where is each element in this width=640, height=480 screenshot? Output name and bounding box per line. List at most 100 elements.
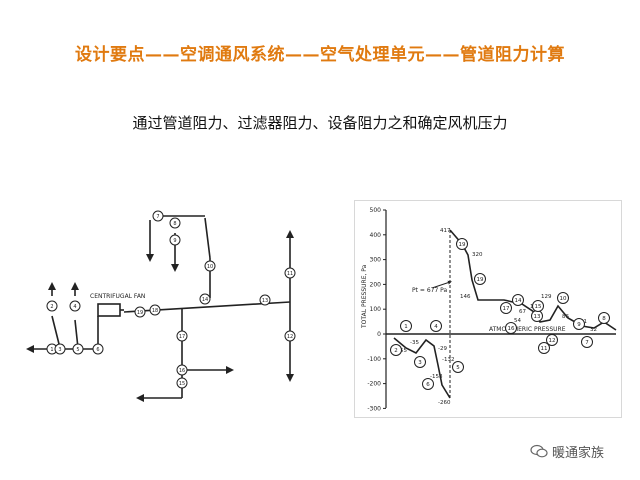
chart-value-label: 129 xyxy=(541,294,552,300)
chart-value-label: -260 xyxy=(438,400,451,406)
y-tick-label: -100 xyxy=(367,356,381,363)
duct-node-16: 16 xyxy=(176,364,188,376)
chart-node-label: 19 xyxy=(477,277,484,283)
duct-node-label: 16 xyxy=(179,368,185,374)
duct-node-3: 3 xyxy=(54,343,66,355)
duct-node-label: 14 xyxy=(202,297,208,303)
chart-node-9: 9 xyxy=(573,318,585,330)
slide-subtitle: 通过管道阻力、过滤器阻力、设备阻力之和确定风机压力 xyxy=(132,114,508,132)
duct-node-label: 11 xyxy=(287,271,293,277)
duct-node-15: 15 xyxy=(176,377,188,389)
chart-node-7: 7 xyxy=(581,336,593,348)
y-tick-label: 100 xyxy=(370,306,382,313)
chart-value-label: 86 xyxy=(562,314,569,320)
duct-node-17: 17 xyxy=(176,330,188,342)
chart-frame xyxy=(354,200,622,418)
chart-value-label: 417 xyxy=(440,228,451,234)
chart-value-label: 67 xyxy=(519,309,526,315)
chart-value-label: -158 xyxy=(430,374,443,380)
chart-node-label: 6 xyxy=(426,382,430,388)
chart-node-11: 11 xyxy=(538,342,550,354)
duct-node-label: 10 xyxy=(207,264,213,270)
duct-node-label: 17 xyxy=(179,334,185,340)
duct-node-label: 5 xyxy=(76,347,79,353)
chart-node-10: 10 xyxy=(557,292,569,304)
watermark: 暖通家族 xyxy=(530,440,634,462)
chart-node-label: 19 xyxy=(459,242,466,248)
chart-node-label: 17 xyxy=(503,306,510,312)
chart-node-label: 9 xyxy=(577,322,581,328)
duct-node-6: 6 xyxy=(92,343,104,355)
chart-node-12: 12 xyxy=(546,334,558,346)
chart-node-15: 15 xyxy=(532,300,544,312)
chart-node-16: 16 xyxy=(505,322,517,334)
duct-node-label: 13 xyxy=(262,298,268,304)
chart-node-19: 19 xyxy=(456,238,468,250)
chart-node-19: 19 xyxy=(474,273,486,285)
chart-node-1: 1 xyxy=(400,320,412,332)
watermark-text: 暖通家族 xyxy=(552,445,605,461)
chart-node-3: 3 xyxy=(414,356,426,368)
duct-node-10: 10 xyxy=(204,260,216,272)
duct-node-label: 12 xyxy=(287,334,293,340)
chart-node-label: 10 xyxy=(560,296,567,302)
chart-node-label: 4 xyxy=(434,324,438,330)
chart-value-label: 320 xyxy=(472,252,483,258)
duct-node-7: 7 xyxy=(152,210,164,222)
fan-pressure-label: Pt = 677 Pa xyxy=(412,287,448,294)
chart-node-label: 2 xyxy=(394,348,398,354)
chart-value-label: 146 xyxy=(460,294,471,300)
duct-node-label: 15 xyxy=(179,381,185,387)
chart-value-label: 54 xyxy=(514,318,521,324)
duct-node-18: 18 xyxy=(149,304,161,316)
y-axis-label: TOTAL PRESSURE, Pa xyxy=(361,264,368,329)
chart-node-2: 2 xyxy=(390,344,402,356)
chart-node-label: 1 xyxy=(404,324,408,330)
duct-node-label: 3 xyxy=(58,347,61,353)
duct-node-label: 9 xyxy=(173,238,176,244)
chart-node-label: 12 xyxy=(549,338,556,344)
y-tick-label: -300 xyxy=(367,405,381,412)
duct-node-label: 4 xyxy=(73,304,76,310)
wechat-icon xyxy=(530,444,548,458)
duct-node-label: 18 xyxy=(152,308,158,314)
chart-node-5: 5 xyxy=(452,361,464,373)
y-tick-label: 500 xyxy=(370,207,382,214)
duct-node-label: 7 xyxy=(156,214,159,220)
y-tick-label: 400 xyxy=(370,232,382,239)
chart-node-label: 16 xyxy=(508,326,515,332)
duct-node-label: 8 xyxy=(173,221,176,227)
y-tick-label: 300 xyxy=(370,257,382,264)
chart-node-label: 13 xyxy=(534,314,541,320)
chart-value-label: 32 xyxy=(590,327,597,333)
chart-value-label: -132 xyxy=(442,357,454,363)
chart-node-13: 13 xyxy=(531,310,543,322)
chart-node-17: 17 xyxy=(500,302,512,314)
duct-node-1: 1 xyxy=(46,343,58,355)
duct-node-2: 2 xyxy=(46,300,58,312)
duct-node-label: 2 xyxy=(50,304,53,310)
chart-node-14: 14 xyxy=(512,294,524,306)
chart-node-label: 8 xyxy=(602,316,606,322)
chart-value-label: -35 xyxy=(410,340,419,346)
slide-title: 设计要点——空调通风系统——空气处理单元——管道阻力计算 xyxy=(75,45,565,65)
duct-node-12: 12 xyxy=(284,330,296,342)
duct-node-9: 9 xyxy=(169,234,181,246)
duct-node-label: 6 xyxy=(96,347,99,353)
fan-label: CENTRIFUGAL FAN xyxy=(90,293,145,300)
duct-node-13: 13 xyxy=(259,294,271,306)
duct-node-5: 5 xyxy=(72,343,84,355)
chart-node-label: 3 xyxy=(418,360,422,366)
duct-node-14: 14 xyxy=(199,293,211,305)
chart-node-8: 8 xyxy=(598,312,610,324)
y-tick-label: 0 xyxy=(377,331,381,338)
y-tick-label: 200 xyxy=(370,281,382,288)
duct-node-8: 8 xyxy=(169,217,181,229)
chart-value-label: -55 xyxy=(398,348,407,354)
chart-value-label: -29 xyxy=(438,346,447,352)
chart-node-label: 14 xyxy=(515,298,522,304)
chart-node-label: 5 xyxy=(456,365,460,371)
